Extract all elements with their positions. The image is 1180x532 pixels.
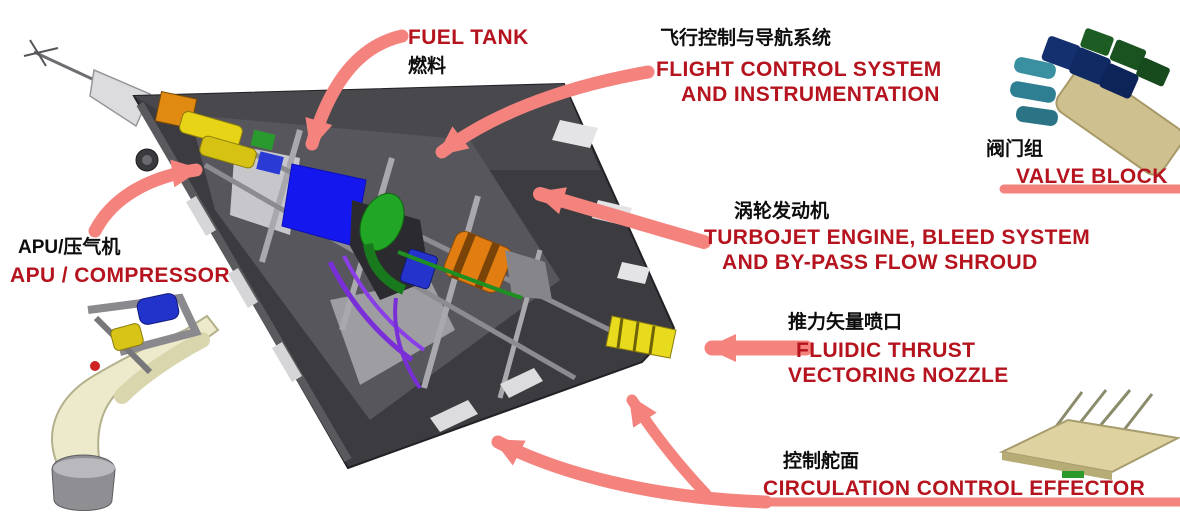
label-valve-block-zh: 阀门组 <box>986 139 1044 160</box>
label-flight-control-zh: 飞行控制与导航系统 <box>660 28 832 49</box>
small-blue-box <box>256 151 284 175</box>
aircraft-cutaway-illustration <box>23 39 677 470</box>
label-apu-en: APU / COMPRESSOR <box>10 264 230 287</box>
valve-block-manifold <box>1055 65 1180 176</box>
label-fuel-tank-en: FUEL TANK <box>408 26 529 49</box>
valve-body <box>1136 57 1170 87</box>
effector-pin <box>1098 389 1132 427</box>
label-valve-block-en: VALVE BLOCK <box>1016 165 1168 188</box>
callout-arrow-flight-control <box>435 65 655 159</box>
apu-exhaust-rim <box>53 458 115 478</box>
valve-fitting <box>1015 106 1059 126</box>
purple-cable <box>342 255 426 352</box>
frame-rib <box>421 195 481 389</box>
nose-cone <box>89 68 151 128</box>
label-turbojet-en1: TURBOJET ENGINE, BLEED SYSTEM <box>704 226 1091 249</box>
label-turbojet-zh: 涡轮发动机 <box>734 201 830 222</box>
effector-green-slot <box>1062 471 1084 478</box>
label-nozzle-en1: FLUIDIC THRUST <box>796 339 976 362</box>
effector-plate-edge <box>1002 452 1112 480</box>
valve-block-illustration <box>1010 28 1180 176</box>
label-flight-control-en2: AND INSTRUMENTATION <box>681 83 940 106</box>
callout-arrow-turbojet <box>533 187 711 249</box>
callout-arrow-fuel-tank <box>305 29 409 151</box>
valve-fitting <box>1014 57 1056 79</box>
duct-pipe <box>363 242 407 295</box>
callout-arrow-apu <box>88 159 203 238</box>
nose-wheel-hub <box>142 155 152 165</box>
vectoring-nozzle-component <box>605 315 677 359</box>
frame-rib <box>259 129 303 263</box>
valve-body <box>1080 28 1114 56</box>
label-nozzle-en2: VECTORING NOZZLE <box>788 364 1009 387</box>
apu-frame <box>87 293 202 356</box>
callout-arrow-effector-left <box>491 435 773 509</box>
label-effector-zh: 控制舵面 <box>783 451 860 472</box>
apu-yellow-unit <box>110 323 144 351</box>
effector-pin <box>1122 393 1154 431</box>
access-panel <box>617 262 650 284</box>
nozzle-slats <box>616 317 656 355</box>
label-nozzle-zh: 推力矢量喷口 <box>788 312 903 333</box>
small-green-box <box>250 129 276 151</box>
probe-vane <box>23 47 59 57</box>
access-panel <box>500 368 543 398</box>
bypass-shroud <box>505 250 552 300</box>
label-flight-control-en1: FLIGHT CONTROL SYSTEM <box>656 58 942 81</box>
apu-duct-branch <box>114 332 210 404</box>
apu-red-cap <box>90 361 100 371</box>
callouts <box>88 29 1180 509</box>
access-panel <box>430 400 478 432</box>
valve-body <box>1109 39 1147 71</box>
label-fuel-tank-zh: 燃料 <box>408 56 447 77</box>
access-panel <box>186 196 216 236</box>
green-pipe <box>397 250 523 300</box>
interior-panel <box>330 280 455 385</box>
label-apu-zh: APU/压气机 <box>18 237 121 258</box>
circulation-control-effector-illustration <box>998 389 1180 480</box>
access-panel <box>552 120 598 148</box>
solenoid-block <box>1069 47 1111 85</box>
apu-compressor-illustration <box>51 293 220 511</box>
solenoid-block <box>1099 63 1139 99</box>
label-effector-en: CIRCULATION CONTROL EFFECTOR <box>763 477 1146 500</box>
compressor-component <box>136 293 180 325</box>
solenoid-block <box>1041 36 1081 70</box>
callout-arrow-effector-right <box>626 394 712 500</box>
gearbox-component <box>400 248 438 290</box>
purple-cable <box>393 297 422 390</box>
apu-unit-component <box>199 135 257 169</box>
valve-fitting <box>1010 81 1056 103</box>
access-panel <box>228 268 258 308</box>
access-panel <box>272 342 302 382</box>
label-turbojet-en2: AND BY-PASS FLOW SHROUD <box>722 251 1038 274</box>
